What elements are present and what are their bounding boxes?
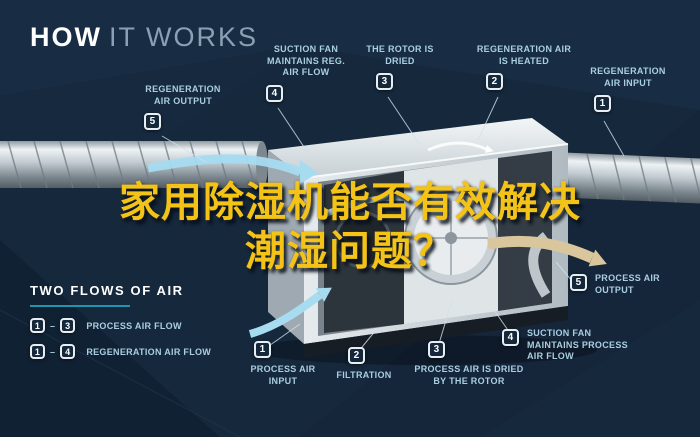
callout-badge-5: 5 (144, 113, 161, 131)
airflow-arrows (147, 141, 607, 338)
legend-label: PROCESS AIR FLOW (86, 320, 182, 331)
callout-regeneration-air-input: REGENERATION AIR INPUT 1 (586, 66, 670, 113)
legend-badge-end: 4 (60, 344, 76, 359)
legend-badge-end: 3 (60, 318, 76, 333)
desiccant-rotor (404, 191, 498, 285)
process-air-output-arrow (487, 235, 595, 264)
callout-process-air-dried: 3 PROCESS AIR IS DRIED BY THE ROTOR (410, 341, 528, 387)
callout-label: SUCTION FAN MAINTAINS PROCESS AIR FLOW (527, 328, 628, 362)
legend-row-process-air: 1 – 3 PROCESS AIR FLOW (30, 318, 211, 333)
callout-badge-5: 5 (570, 274, 587, 291)
callout-filtration: 2 FILTRATION (328, 347, 400, 382)
callout-suction-fan-reg: SUCTION FAN MAINTAINS REG. AIR FLOW 4 (258, 44, 354, 103)
callout-regeneration-air-output: REGENERATION AIR OUTPUT 5 (136, 84, 230, 131)
callout-label: REGENERATION AIR INPUT (590, 66, 666, 88)
callout-regeneration-air-heated: REGENERATION AIR IS HEATED 2 (476, 44, 572, 91)
legend-two-flows: TWO FLOWS OF AIR 1 – 3 PROCESS AIR FLOW … (30, 283, 211, 359)
air-duct-left (0, 140, 268, 189)
legend-badge-start: 1 (30, 318, 45, 333)
callout-label: REGENERATION AIR IS HEATED (476, 44, 572, 66)
callout-badge-2: 2 (486, 73, 503, 91)
callout-suction-fan-process: 4 SUCTION FAN MAINTAINS PROCESS AIR FLOW (502, 328, 632, 363)
top-swirl-arrow (427, 141, 487, 152)
callout-badge-2: 2 (348, 347, 365, 364)
legend-row-regeneration-air: 1 – 4 REGENERATION AIR FLOW (30, 344, 211, 359)
callout-leader-lines (161, 96, 625, 353)
callout-label: SUCTION FAN MAINTAINS REG. AIR FLOW (266, 44, 346, 78)
callout-label: PROCESS AIR IS DRIED BY THE ROTOR (414, 364, 524, 386)
callout-label: REGENERATION AIR OUTPUT (145, 84, 221, 106)
headline-line-2: 潮湿问题？ (245, 228, 455, 275)
legend-badge-start: 1 (30, 344, 45, 359)
range-dash: – (50, 346, 56, 357)
legend-heading: TWO FLOWS OF AIR (30, 283, 184, 298)
range-dash: – (50, 320, 56, 331)
inner-air-flow-arrow (324, 194, 438, 217)
callout-badge-1: 1 (594, 95, 611, 113)
callout-badge-1: 1 (254, 341, 271, 358)
callout-badge-3: 3 (376, 73, 393, 91)
callout-label: FILTRATION (336, 370, 392, 380)
callout-rotor-is-dried: THE ROTOR IS DRIED 3 (362, 44, 438, 91)
callout-process-air-input: 1 PROCESS AIR INPUT (246, 341, 320, 387)
title-it-works: IT WORKS (108, 22, 258, 52)
regeneration-air-flow-arrow (147, 154, 302, 177)
headline-line-1: 家用除湿机能否有效解决 (119, 179, 581, 225)
headline-overlay: 家用除湿机能否有效解决 潮湿问题？ (0, 178, 700, 276)
callout-badge-4: 4 (266, 85, 283, 103)
process-air-input-arrow (248, 291, 323, 338)
callout-label: PROCESS AIR INPUT (250, 364, 316, 386)
title-how: HOW (30, 22, 102, 52)
callout-badge-4: 4 (502, 329, 519, 346)
legend-label: REGENERATION AIR FLOW (86, 346, 212, 357)
callout-process-air-output: 5 PROCESS AIR OUTPUT (570, 273, 700, 296)
callout-badge-3: 3 (428, 341, 445, 358)
fan-wheel (334, 211, 392, 269)
legend-underline (30, 305, 130, 307)
callout-label: THE ROTOR IS DRIED (366, 44, 434, 66)
callout-label: PROCESS AIR OUTPUT (595, 273, 660, 295)
